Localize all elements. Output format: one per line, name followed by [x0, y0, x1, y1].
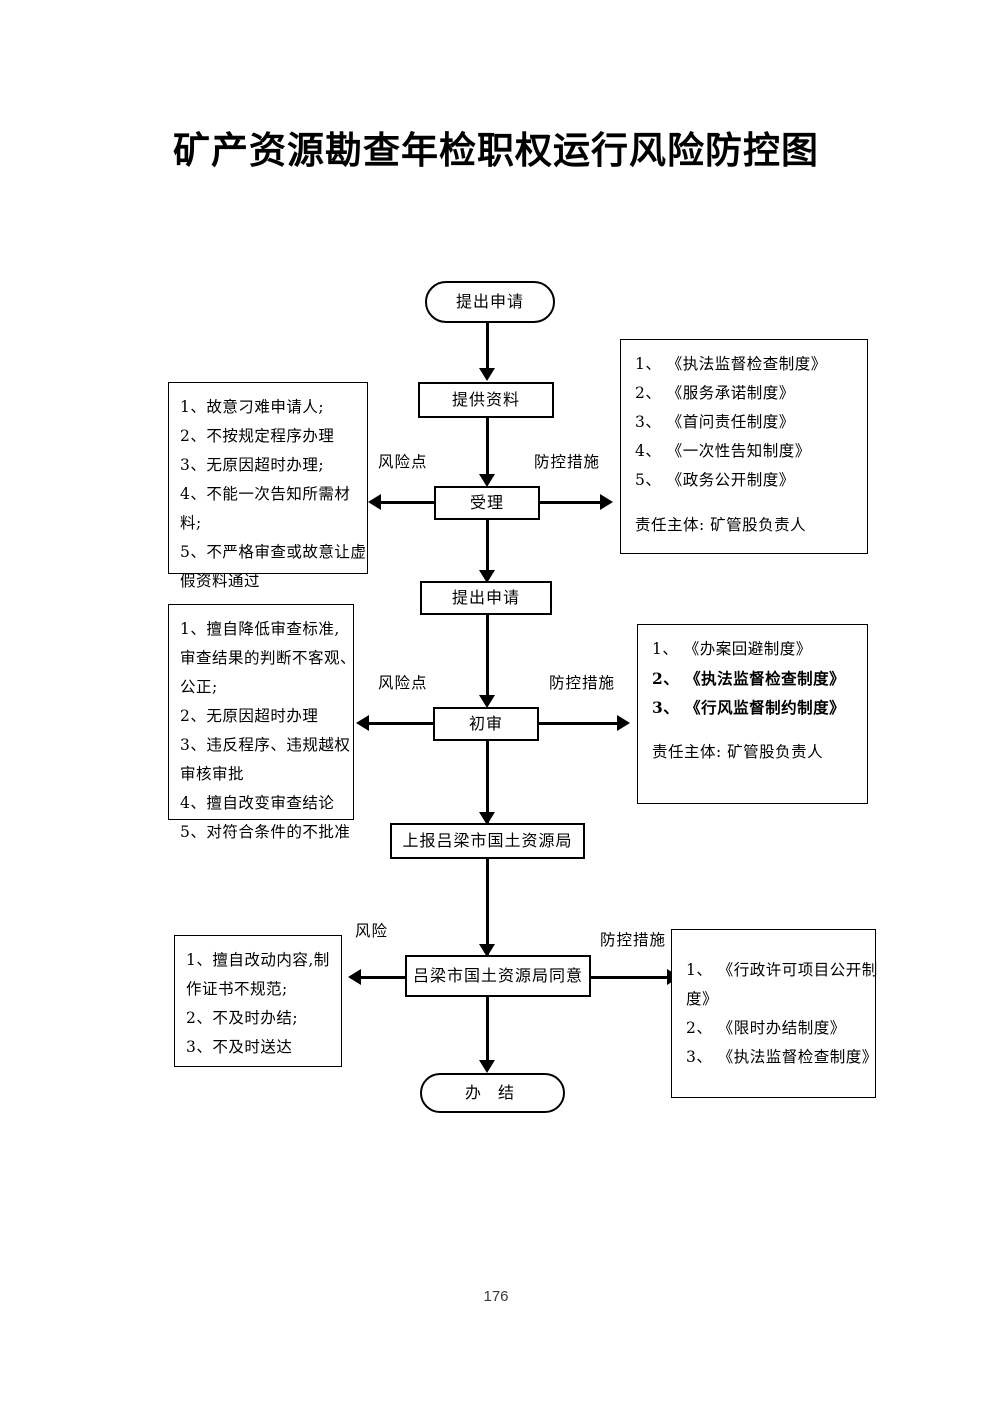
- measure-line: 2、 《服务承诺制度》: [635, 384, 795, 402]
- risk-line: 公正;: [180, 678, 218, 696]
- spacer: [686, 940, 866, 956]
- connector-approval-to-measures3: [591, 976, 667, 979]
- node-bureau-approval[interactable]: 吕梁市国土资源局同意: [405, 955, 591, 997]
- connector-accept-to-measures1: [540, 501, 600, 504]
- panel-risk-first-review: 1、擅自降低审查标准, 审查结果的判断不客观、 公正; 2、无原因超时办理 3、…: [168, 604, 357, 841]
- page-number: 176: [483, 1288, 509, 1305]
- edge-label-measures-1: 防控措施: [534, 453, 601, 471]
- arrowhead-measures2: [617, 715, 630, 731]
- risk-line: 1、擅自降低审查标准,: [180, 620, 340, 638]
- risk-line: 1、故意刁难申请人;: [180, 398, 325, 416]
- arrowhead-approval: [479, 944, 495, 957]
- node-first-review[interactable]: 初审: [433, 707, 539, 741]
- connector-review-to-measures2: [539, 722, 617, 725]
- panel-measures-first-review: 1、 《办案回避制度》 2、 《执法监督检查制度》 3、 《行风监督制约制度》 …: [637, 624, 868, 804]
- risk-line: 审查结果的判断不客观、: [180, 649, 357, 667]
- risk-line: 作证书不规范;: [186, 980, 288, 998]
- arrowhead-risk1: [368, 494, 381, 510]
- risk-line: 5、对符合条件的不批准: [180, 823, 351, 841]
- risk-line: 4、擅自改变审查结论: [180, 794, 335, 812]
- arrowhead-measures1: [600, 494, 613, 510]
- measure-line: 2、 《限时办结制度》: [686, 1019, 846, 1037]
- arrowhead-first-review: [479, 695, 495, 708]
- risk-line: 5、不严格审查或故意让虚: [180, 543, 367, 561]
- node-end[interactable]: 办 结: [420, 1073, 565, 1113]
- arrowhead-risk2: [356, 715, 369, 731]
- risk-line: 审核审批: [180, 765, 245, 783]
- node-start[interactable]: 提出申请: [425, 281, 555, 323]
- measure-line: 2、 《执法监督检查制度》: [652, 669, 846, 688]
- arrowhead-accept: [479, 474, 495, 487]
- edge-label-risk-point-1: 风险点: [378, 453, 428, 471]
- measure-line: 度》: [686, 990, 719, 1008]
- connector-start-to-provide: [486, 323, 489, 376]
- node-report-to-bureau[interactable]: 上报吕梁市国土资源局: [390, 823, 585, 859]
- measure-line: 5、 《政务公开制度》: [635, 471, 795, 489]
- arrowhead-risk3: [348, 969, 361, 985]
- measure-line: 3、 《行风监督制约制度》: [652, 698, 846, 717]
- panel-risk-bureau-approval: 1、擅自改动内容,制 作证书不规范; 2、不及时办结; 3、不及时送达: [174, 935, 342, 1067]
- measure-line: 3、 《首问责任制度》: [635, 413, 795, 431]
- risk-line: 2、不按规定程序办理: [180, 427, 335, 445]
- arrowhead-provide: [479, 368, 495, 381]
- risk-line: 3、不及时送达: [186, 1038, 293, 1056]
- node-accept[interactable]: 受理: [434, 486, 540, 520]
- risk-line: 2、无原因超时办理: [180, 707, 319, 725]
- node-provide-materials[interactable]: 提供资料: [418, 382, 554, 418]
- edge-label-risk-point-2: 风险点: [378, 674, 428, 692]
- risk-line: 2、不及时办结;: [186, 1009, 299, 1027]
- connector-accept-to-submit: [486, 520, 489, 580]
- risk-line: 4、不能一次告知所需材: [180, 485, 351, 503]
- arrowhead-submit: [479, 570, 495, 583]
- panel-risk-accept: 1、故意刁难申请人; 2、不按规定程序办理 3、无原因超时办理; 4、不能一次告…: [168, 382, 368, 590]
- measure-line: 1、 《行政许可项目公开制: [686, 961, 878, 979]
- node-submit-application[interactable]: 提出申请: [420, 581, 552, 615]
- panel-measures-accept: 1、 《执法监督检查制度》 2、 《服务承诺制度》 3、 《首问责任制度》 4、…: [620, 339, 868, 554]
- risk-line: 3、无原因超时办理;: [180, 456, 325, 474]
- connector-accept-to-risk1: [380, 501, 434, 504]
- spacer: [635, 495, 858, 511]
- page-title: 矿产资源勘查年检职权运行风险防控图: [173, 128, 819, 172]
- edge-label-measures-2: 防控措施: [549, 674, 616, 692]
- risk-line: 3、违反程序、违规越权: [180, 736, 351, 754]
- connector-review-to-risk2: [368, 722, 433, 725]
- panel-measures-bureau-approval: 1、 《行政许可项目公开制 度》 2、 《限时办结制度》 3、 《执法监督检查制…: [671, 929, 878, 1098]
- risk-line: 1、擅自改动内容,制: [186, 951, 330, 969]
- risk-line: 假资料通过: [180, 572, 261, 590]
- measure-line: 3、 《执法监督检查制度》: [686, 1048, 878, 1066]
- edge-label-measures-3: 防控措施: [600, 931, 667, 949]
- edge-label-risk-3: 风险: [355, 922, 389, 940]
- spacer: [652, 722, 858, 738]
- connector-approval-to-risk3: [360, 976, 405, 979]
- measure-line: 4、 《一次性告知制度》: [635, 442, 811, 460]
- risk-line: 料;: [180, 514, 202, 532]
- measure-line: 1、 《执法监督检查制度》: [635, 355, 827, 373]
- measure-line: 1、 《办案回避制度》: [652, 640, 812, 658]
- responsible-party: 责任主体: 矿管股负责人: [652, 743, 824, 761]
- arrowhead-report: [479, 812, 495, 825]
- arrowhead-end: [479, 1060, 495, 1073]
- connector-report-to-approval: [486, 859, 489, 955]
- connector-provide-to-accept: [486, 418, 489, 484]
- connector-submit-to-review: [486, 615, 489, 705]
- connector-review-to-report: [486, 741, 489, 823]
- connector-approval-to-end: [486, 997, 489, 1069]
- responsible-party: 责任主体: 矿管股负责人: [635, 516, 807, 534]
